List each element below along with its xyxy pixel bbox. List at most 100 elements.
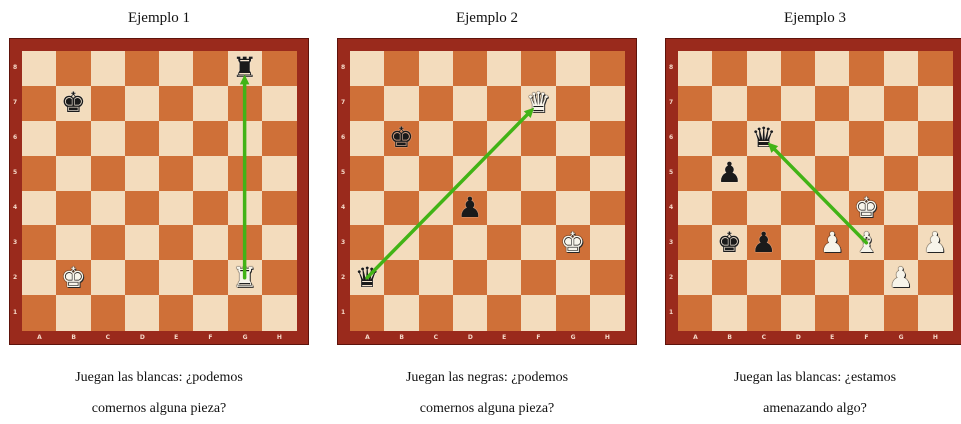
square-h8[interactable] xyxy=(261,51,297,87)
square-e3[interactable] xyxy=(487,225,522,261)
square-d1[interactable] xyxy=(124,295,160,331)
square-e6[interactable] xyxy=(159,120,194,157)
square-e5[interactable] xyxy=(487,155,522,191)
square-a2[interactable] xyxy=(678,260,713,296)
square-a1[interactable] xyxy=(678,295,713,331)
square-c7[interactable] xyxy=(746,85,782,122)
square-b1[interactable] xyxy=(712,295,747,331)
square-a5[interactable] xyxy=(350,155,385,191)
square-g7[interactable] xyxy=(555,85,591,122)
square-h2[interactable] xyxy=(917,260,953,296)
square-a8[interactable] xyxy=(350,51,385,87)
square-f5[interactable] xyxy=(193,155,228,191)
square-h2[interactable] xyxy=(261,260,297,296)
square-f6[interactable] xyxy=(849,120,884,157)
square-b8[interactable] xyxy=(384,51,419,87)
square-b8[interactable] xyxy=(56,51,91,87)
square-f8[interactable] xyxy=(193,51,228,87)
square-h7[interactable] xyxy=(261,85,297,122)
square-d6[interactable] xyxy=(780,120,816,157)
square-h6[interactable] xyxy=(917,120,953,157)
square-f7[interactable] xyxy=(849,85,884,122)
square-e5[interactable] xyxy=(159,155,194,191)
square-a6[interactable] xyxy=(22,120,57,157)
square-g4[interactable] xyxy=(883,190,919,226)
square-g1[interactable] xyxy=(883,295,919,331)
square-f6[interactable] xyxy=(193,120,228,157)
square-f1[interactable] xyxy=(849,295,884,331)
square-a6[interactable] xyxy=(678,120,713,157)
square-f3[interactable] xyxy=(193,225,228,261)
square-f1[interactable] xyxy=(193,295,228,331)
square-c5[interactable] xyxy=(746,155,782,191)
square-d8[interactable] xyxy=(452,51,488,87)
square-c4[interactable] xyxy=(90,190,126,226)
square-b1[interactable] xyxy=(384,295,419,331)
square-e4[interactable] xyxy=(159,190,194,226)
square-e5[interactable] xyxy=(815,155,850,191)
square-e7[interactable] xyxy=(487,85,522,122)
square-a3[interactable] xyxy=(22,225,57,261)
square-f8[interactable] xyxy=(849,51,884,87)
square-f1[interactable] xyxy=(521,295,556,331)
square-d8[interactable] xyxy=(780,51,816,87)
square-e2[interactable] xyxy=(815,260,850,296)
square-d6[interactable] xyxy=(124,120,160,157)
square-h7[interactable] xyxy=(917,85,953,122)
square-h3[interactable] xyxy=(261,225,297,261)
square-f4[interactable] xyxy=(193,190,228,226)
square-a1[interactable] xyxy=(350,295,385,331)
square-g5[interactable] xyxy=(883,155,919,191)
square-h4[interactable] xyxy=(589,190,625,226)
square-b5[interactable] xyxy=(384,155,419,191)
square-b6[interactable] xyxy=(56,120,91,157)
square-c7[interactable] xyxy=(90,85,126,122)
square-a3[interactable] xyxy=(678,225,713,261)
square-e3[interactable] xyxy=(159,225,194,261)
square-g1[interactable] xyxy=(227,295,263,331)
square-g2[interactable] xyxy=(555,260,591,296)
square-a4[interactable] xyxy=(678,190,713,226)
square-c8[interactable] xyxy=(90,51,126,87)
square-c4[interactable] xyxy=(746,190,782,226)
square-d2[interactable] xyxy=(780,260,816,296)
square-a6[interactable] xyxy=(350,120,385,157)
square-a5[interactable] xyxy=(22,155,57,191)
square-b7[interactable] xyxy=(712,85,747,122)
square-h5[interactable] xyxy=(261,155,297,191)
square-b7[interactable] xyxy=(56,85,91,122)
square-e7[interactable] xyxy=(159,85,194,122)
square-g7[interactable] xyxy=(883,85,919,122)
square-b3[interactable] xyxy=(712,225,747,261)
square-g6[interactable] xyxy=(555,120,591,157)
square-a4[interactable] xyxy=(350,190,385,226)
square-h6[interactable] xyxy=(261,120,297,157)
square-d7[interactable] xyxy=(452,85,488,122)
square-g5[interactable] xyxy=(555,155,591,191)
square-c1[interactable] xyxy=(418,295,454,331)
square-g4[interactable] xyxy=(555,190,591,226)
square-f5[interactable] xyxy=(849,155,884,191)
square-f5[interactable] xyxy=(521,155,556,191)
square-c6[interactable] xyxy=(418,120,454,157)
square-h4[interactable] xyxy=(261,190,297,226)
square-d2[interactable] xyxy=(452,260,488,296)
square-b1[interactable] xyxy=(56,295,91,331)
square-f3[interactable] xyxy=(521,225,556,261)
square-a8[interactable] xyxy=(678,51,713,87)
square-c2[interactable] xyxy=(418,260,454,296)
square-e3[interactable] xyxy=(815,225,850,261)
square-e2[interactable] xyxy=(159,260,194,296)
square-c3[interactable] xyxy=(746,225,782,261)
square-a5[interactable] xyxy=(678,155,713,191)
square-e8[interactable] xyxy=(159,51,194,87)
square-a8[interactable] xyxy=(22,51,57,87)
square-d7[interactable] xyxy=(124,85,160,122)
square-b2[interactable] xyxy=(384,260,419,296)
square-b2[interactable] xyxy=(56,260,91,296)
square-c1[interactable] xyxy=(746,295,782,331)
square-d8[interactable] xyxy=(124,51,160,87)
square-b4[interactable] xyxy=(712,190,747,226)
square-g6[interactable] xyxy=(883,120,919,157)
square-d4[interactable] xyxy=(124,190,160,226)
